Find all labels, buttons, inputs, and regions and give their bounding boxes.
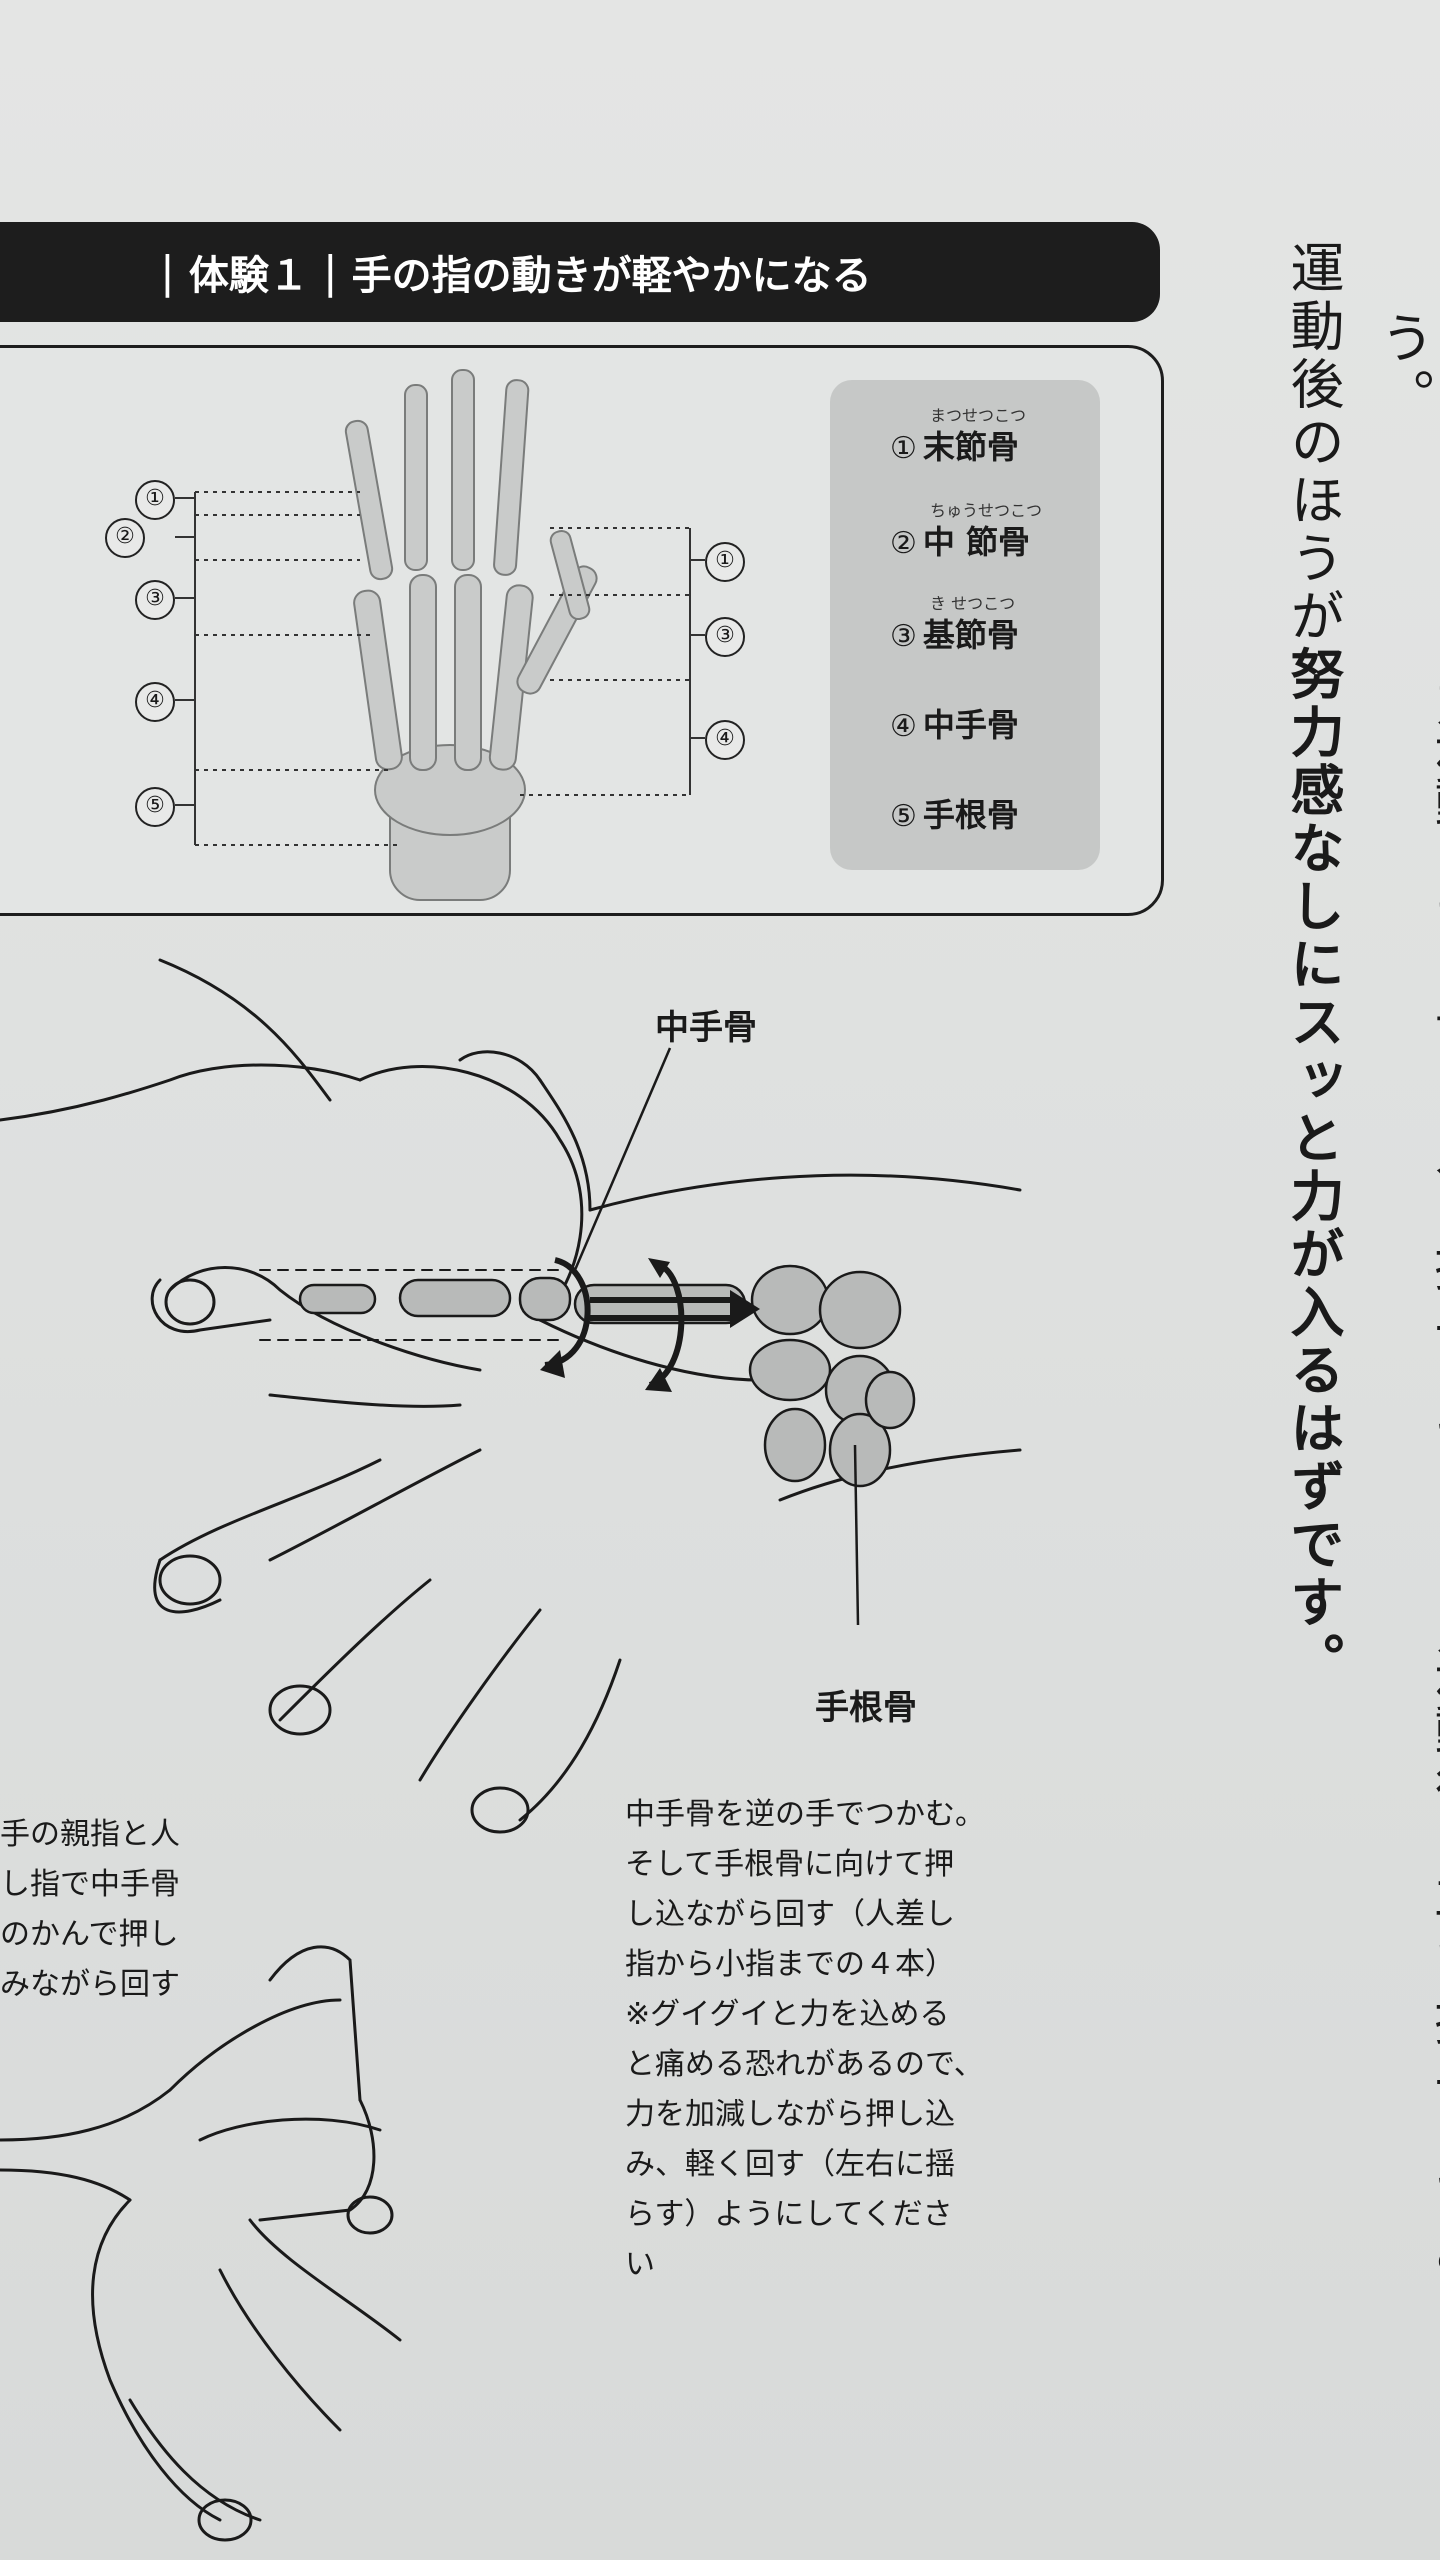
label-metacarpal: 中手骨 (655, 1008, 757, 1048)
callout-distal-right: ① (705, 542, 745, 582)
body-text-column-1: あるいは、この運動をする前に人と握手しておき、運動後に再び握手してみましょう。 (1371, 310, 1440, 2456)
callout-middle-left: ② (105, 518, 145, 558)
callout-carpal-left: ⑤ (135, 787, 175, 827)
ruby-middle: ちゅうせつこつ (930, 501, 1043, 520)
section-title: 手の指の動きが軽やかになる (351, 253, 872, 299)
ruby-distal: まつせつこつ (930, 406, 1027, 425)
body-text-column-2: 運動後のほうが努力感なしにスッと力が入るはずです。 (1281, 240, 1344, 1690)
section-header: | 体験１ | 手の指の動きが軽やかになる (0, 222, 1160, 322)
left-partial-caption: 手の親指と人 し指で中手骨 のかんで押し みながら回す (0, 1817, 180, 2002)
label-carpal: 手根骨 (815, 1688, 917, 1728)
callout-proximal-right: ③ (705, 617, 745, 657)
callout-metacarpal-left: ④ (135, 682, 175, 722)
header-divider: | (160, 246, 175, 298)
main-caption: 中手骨を逆の手でつかむ。 そして手根骨に向けて押 し込ながら回す（人差し 指から… (625, 1797, 985, 2282)
header-divider: | (322, 246, 338, 298)
callout-metacarpal-right: ④ (705, 720, 745, 760)
ruby-proximal: き せつこつ (930, 594, 1016, 613)
bone-legend (830, 380, 1100, 870)
callout-proximal-left: ③ (135, 580, 175, 620)
callout-distal-left: ① (135, 480, 175, 520)
experiment-tag: 体験１ (188, 253, 309, 299)
